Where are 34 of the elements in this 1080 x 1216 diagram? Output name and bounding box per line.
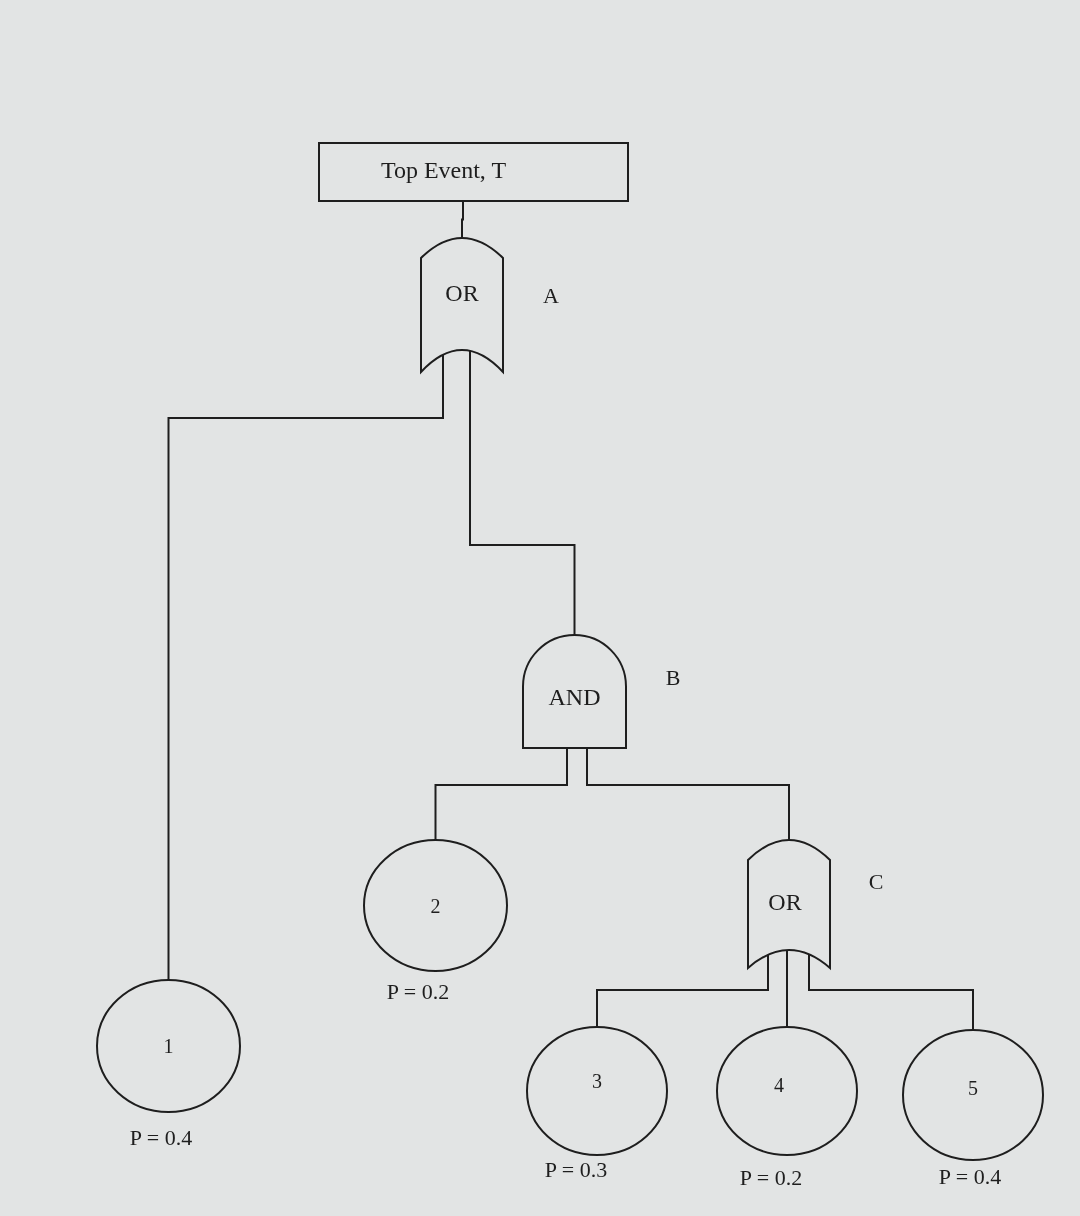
probability-label: P = 0.4 xyxy=(129,1127,193,1149)
basic-event-circle xyxy=(903,1030,1043,1160)
connector-line xyxy=(808,953,974,1031)
gate-letter: A xyxy=(543,285,559,307)
gate-letter: B xyxy=(665,667,681,689)
event-number: 5 xyxy=(968,1078,978,1098)
and-gate xyxy=(523,635,626,748)
connector-line xyxy=(434,747,568,841)
probability-label: P = 0.4 xyxy=(938,1166,1002,1188)
event-number: 4 xyxy=(774,1075,784,1095)
gate-label: AND xyxy=(548,685,601,709)
event-label: Top Event, T xyxy=(380,158,507,182)
connector-line xyxy=(461,200,464,239)
basic-event-circle xyxy=(717,1027,857,1155)
gate-label: OR xyxy=(768,890,802,914)
probability-label: P = 0.2 xyxy=(739,1167,803,1189)
probability-label: P = 0.2 xyxy=(386,981,450,1003)
basic-event-circle xyxy=(364,840,507,971)
connector-line xyxy=(469,349,576,636)
basic-event-circle xyxy=(97,980,240,1112)
top-event-box xyxy=(319,143,628,201)
probability-label: P = 0.3 xyxy=(544,1159,608,1181)
event-number: 2 xyxy=(430,896,441,916)
connector-line xyxy=(167,353,444,981)
gate-letter: C xyxy=(868,871,884,893)
connector-line xyxy=(786,949,788,1028)
or-gate xyxy=(748,840,830,968)
basic-event-circle xyxy=(527,1027,667,1155)
gate-label: OR xyxy=(445,281,479,305)
connector-line xyxy=(596,953,769,1028)
connector-line xyxy=(586,747,790,841)
event-number: 3 xyxy=(592,1071,602,1091)
event-number: 1 xyxy=(163,1036,174,1056)
or-gate xyxy=(421,238,503,372)
